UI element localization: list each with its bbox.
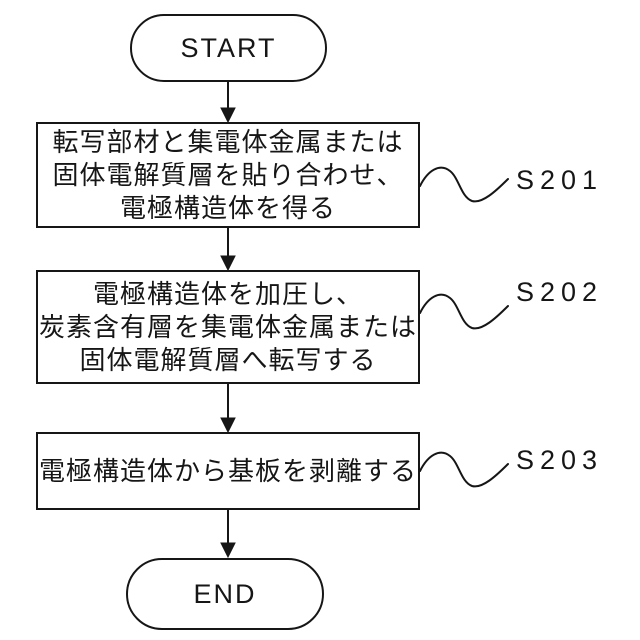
start-node: START bbox=[130, 14, 327, 82]
start-label: START bbox=[180, 32, 277, 63]
step-ref-label-s201: S201 bbox=[516, 165, 604, 195]
arrow-down-step3-to-end bbox=[220, 510, 236, 559]
step-box-s202: 電極構造体を加圧し、 炭素含有層を集電体金属または 固体電解質層へ転写する bbox=[36, 270, 420, 384]
end-label: END bbox=[193, 578, 257, 609]
arrow-down-step1-to-step2 bbox=[220, 228, 236, 272]
arrow-down-step2-to-step3 bbox=[220, 384, 236, 434]
reference-squiggle-s201 bbox=[419, 166, 509, 203]
arrow-down-start-to-step1 bbox=[220, 82, 236, 124]
end-node: END bbox=[126, 558, 324, 630]
step-text-s203: 電極構造体から基板を剥離する bbox=[38, 455, 417, 486]
reference-squiggle-s203 bbox=[419, 451, 509, 488]
step-text-s201: 転写部材と集電体金属または 固体電解質層を貼り合わせ、 電極構造体を得る bbox=[52, 126, 404, 223]
step-text-s202: 電極構造体を加圧し、 炭素含有層を集電体金属または 固体電解質層へ転写する bbox=[38, 278, 417, 375]
reference-squiggle-s202 bbox=[419, 293, 509, 330]
step-box-s203: 電極構造体から基板を剥離する bbox=[36, 432, 420, 510]
step-box-s201: 転写部材と集電体金属または 固体電解質層を貼り合わせ、 電極構造体を得る bbox=[36, 122, 420, 228]
step-ref-label-s203: S203 bbox=[516, 445, 604, 475]
step-ref-label-s202: S202 bbox=[516, 277, 604, 307]
